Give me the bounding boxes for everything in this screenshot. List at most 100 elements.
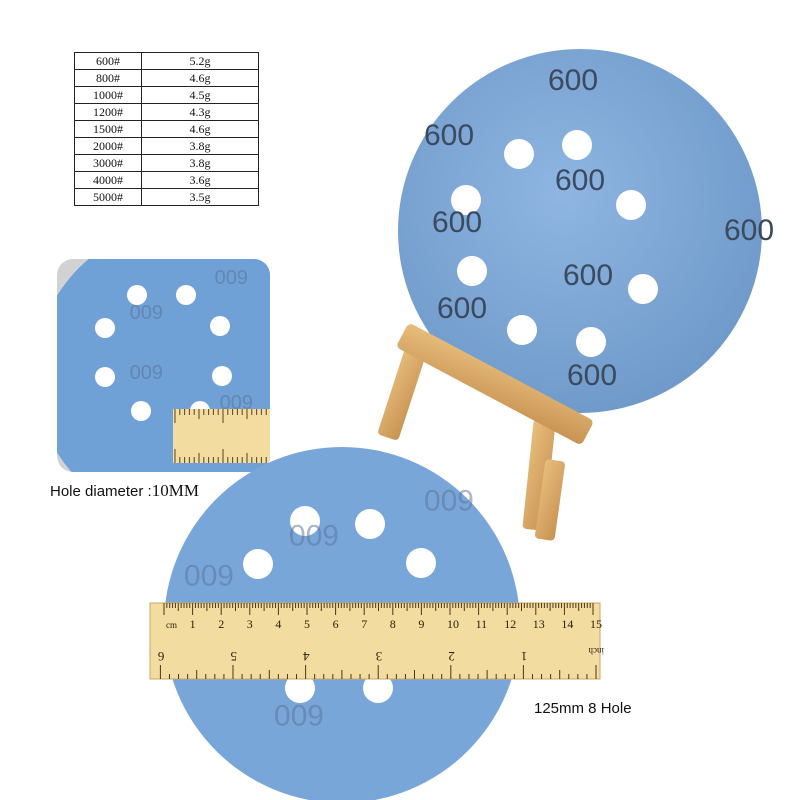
grit-cell: 1200# — [74, 103, 142, 121]
closeup-hole — [127, 285, 147, 305]
disc-size-caption: 125mm 8 Hole — [534, 700, 632, 717]
ruler-unit-inch: inch — [588, 646, 604, 656]
ruler-inch-label: 1 — [521, 649, 528, 664]
ruler-ticks — [159, 603, 597, 679]
hole-diameter-value: 10MM — [151, 481, 199, 500]
grit-marking: 600 — [424, 119, 474, 152]
closeup-hole — [95, 318, 115, 338]
ruler-cm-label: 6 — [333, 617, 339, 631]
ruler-cm-label: 2 — [218, 617, 224, 631]
grit-marking: 600 — [567, 359, 617, 392]
table-row: 3000#3.8g — [74, 154, 259, 172]
disc-hole — [504, 139, 534, 169]
weight-cell: 3.8g — [141, 137, 259, 155]
disc-hole — [285, 673, 315, 703]
table-row: 1200#4.3g — [74, 103, 259, 121]
disc-hole — [507, 315, 537, 345]
closeup-photo: 600 600 600 600 — [57, 259, 270, 472]
easel-leg-left — [378, 340, 428, 440]
closeup-marking: 600 — [130, 300, 163, 322]
easel-leg-front — [535, 459, 565, 541]
ruler-inch-label: 4 — [303, 649, 310, 664]
disc-holes — [451, 130, 658, 357]
ruler-cm-label: 15 — [590, 617, 602, 631]
ruler-cm-label: 14 — [561, 617, 573, 631]
grit-marking: 600 — [274, 698, 324, 731]
weight-cell: 3.6g — [141, 171, 259, 189]
table-row: 2000#3.8g — [74, 137, 259, 155]
table-row: 1500#4.6g — [74, 120, 259, 138]
ruler-inch-label: 2 — [448, 649, 455, 664]
weight-cell: 4.6g — [141, 69, 259, 87]
closeup-hole — [212, 366, 232, 386]
closeup-marking: 600 — [220, 390, 253, 412]
disc-hole — [355, 509, 385, 539]
table-row: 4000#3.6g — [74, 171, 259, 189]
disc-hole — [616, 190, 646, 220]
disc-hole — [406, 548, 436, 578]
disc-hole — [576, 327, 606, 357]
ruler-cm-label: 4 — [275, 617, 281, 631]
table-row: 800#4.6g — [74, 69, 259, 87]
closeup-markings: 600 600 600 600 — [130, 265, 253, 412]
grit-marking: 600 — [184, 558, 234, 591]
ruler-cm-label: 8 — [390, 617, 396, 631]
ruler-inch-label: 5 — [231, 649, 238, 664]
hole-diameter-label: Hole diameter : — [50, 483, 152, 500]
grit-marking: 600 — [548, 64, 598, 97]
easel-crossbar — [397, 324, 593, 444]
disc-hole — [243, 549, 273, 579]
ruler-cm-label: 3 — [247, 617, 253, 631]
disc-grit-markings: 600 600 600 600 600 600 600 600 — [424, 64, 774, 392]
grit-marking: 600 — [432, 206, 482, 239]
disc-hole — [628, 274, 658, 304]
closeup-hole — [131, 401, 151, 421]
grit-marking: 600 — [289, 518, 339, 551]
ruler-cm-label: 12 — [504, 617, 516, 631]
disc-hole — [562, 130, 592, 160]
grit-marking: 600 — [563, 259, 613, 292]
disc-hole — [290, 506, 320, 536]
closeup-hole — [176, 285, 196, 305]
grit-cell: 3000# — [74, 154, 142, 172]
closeup-marking: 600 — [130, 360, 163, 382]
easel-leg-back — [522, 419, 556, 531]
weight-cell: 3.5g — [141, 188, 259, 206]
hole-diameter-caption: Hole diameter :10MM — [50, 481, 199, 501]
ruler-cm-label: 10 — [447, 617, 459, 631]
grit-marking: 600 — [424, 483, 474, 516]
closeup-hole — [95, 367, 115, 387]
bottom-disc-markings: 600 600 600 600 — [184, 483, 474, 731]
sanding-disc-bottom — [164, 447, 520, 800]
table-row: 5000#3.5g — [74, 188, 259, 206]
disc-hole — [451, 185, 481, 215]
grit-cell: 5000# — [74, 188, 142, 206]
disc-hole — [363, 673, 393, 703]
table-row: 600#5.2g — [74, 52, 259, 70]
ruler-inch-label: 6 — [157, 649, 164, 664]
ruler-cm-label: 1 — [190, 617, 196, 631]
grit-cell: 800# — [74, 69, 142, 87]
closeup-hole — [210, 316, 230, 336]
grit-cell: 2000# — [74, 137, 142, 155]
grit-marking: 600 — [724, 214, 774, 247]
weight-cell: 4.3g — [141, 103, 259, 121]
closeup-ruler — [173, 409, 270, 463]
grit-cell: 600# — [74, 52, 142, 70]
grit-marking: 600 — [437, 292, 487, 325]
closeup-marking: 600 — [215, 265, 248, 287]
ruler-cm-label: 5 — [304, 617, 310, 631]
ruler-cm-label: 7 — [361, 617, 367, 631]
weight-cell: 3.8g — [141, 154, 259, 172]
grit-marking: 600 — [555, 164, 605, 197]
disc-hole — [457, 256, 487, 286]
grit-cell: 4000# — [74, 171, 142, 189]
grit-cell: 1500# — [74, 120, 142, 138]
ruler-cm-label: 13 — [533, 617, 545, 631]
hole-closeup-inset: 600 600 600 600 — [57, 259, 270, 472]
